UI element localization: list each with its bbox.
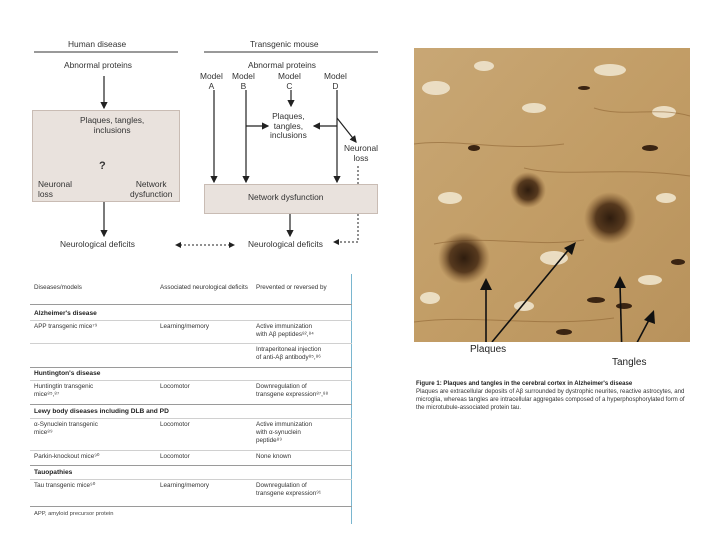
human-abnormal-proteins: Abnormal proteins: [64, 61, 132, 71]
transgenic-mouse-header: Transgenic mouse: [250, 40, 319, 50]
header-prevented: Prevented or reversed by: [256, 284, 352, 292]
section-alzheimers: Alzheimer's disease: [34, 310, 97, 317]
header-diseases: Diseases/models: [34, 284, 156, 292]
tangles-label: Tangles: [612, 357, 646, 368]
prevention-table: Diseases/models Associated neurological …: [30, 274, 352, 524]
cortex-micrograph: [414, 48, 690, 344]
caption-text: Plaques are extracellular deposits of Aβ…: [416, 388, 692, 412]
mouse-network-dysfunction: Network dysfunction: [248, 193, 323, 203]
caption-band: [414, 342, 690, 378]
table-footnote: APP, amyloid precursor protein: [34, 511, 113, 517]
human-plaques-tangles-label: Plaques, tangles,inclusions: [80, 116, 144, 135]
human-disease-header: Human disease: [68, 40, 126, 50]
figure-caption: Figure 1: Plaques and tangles in the cer…: [416, 380, 692, 412]
disease-model-diagram: Human disease Transgenic mouse Abnormal …: [28, 34, 390, 254]
micrograph-figure: Plaques Tangles: [414, 48, 690, 378]
question-mark: ?: [99, 160, 106, 173]
mouse-neurological-deficits: Neurological deficits: [248, 240, 323, 250]
section-huntingtons: Huntington's disease: [34, 370, 100, 377]
mouse-abnormal-proteins: Abnormal proteins: [248, 61, 316, 71]
micrograph-image: [414, 48, 690, 344]
plaques-label: Plaques: [470, 344, 506, 355]
section-lewy-body: Lewy body diseases including DLB and PD: [34, 408, 169, 415]
header-deficits: Associated neurological deficits: [160, 284, 252, 292]
mouse-plaques-tangles-label: Plaques,tangles,inclusions: [270, 112, 307, 141]
caption-title: Figure 1: Plaques and tangles in the cer…: [416, 380, 692, 388]
human-neurological-deficits: Neurological deficits: [60, 240, 135, 250]
section-tauopathies: Tauopathies: [34, 469, 72, 476]
